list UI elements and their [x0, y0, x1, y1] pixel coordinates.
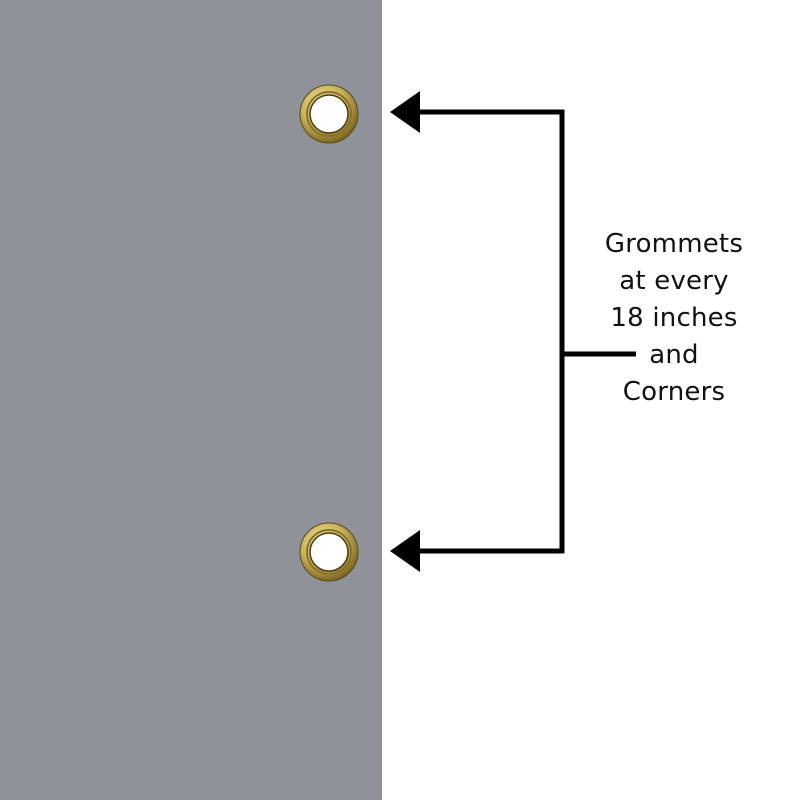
- label-line-2: at every: [619, 266, 729, 296]
- arrow-bottom-icon: [390, 530, 420, 572]
- label-line-1: Grommets: [604, 229, 744, 259]
- label-line-3: 18 inches: [610, 303, 738, 333]
- label-line-4: and: [649, 340, 699, 370]
- grommet-spacing-label: Grommets at every 18 inches and Corners: [572, 226, 776, 411]
- bracket: [414, 109, 636, 554]
- label-line-5: Corners: [622, 377, 726, 407]
- grommet-top-icon: [299, 84, 359, 144]
- grommet-bottom-icon: [299, 522, 359, 582]
- arrow-top-icon: [390, 91, 420, 133]
